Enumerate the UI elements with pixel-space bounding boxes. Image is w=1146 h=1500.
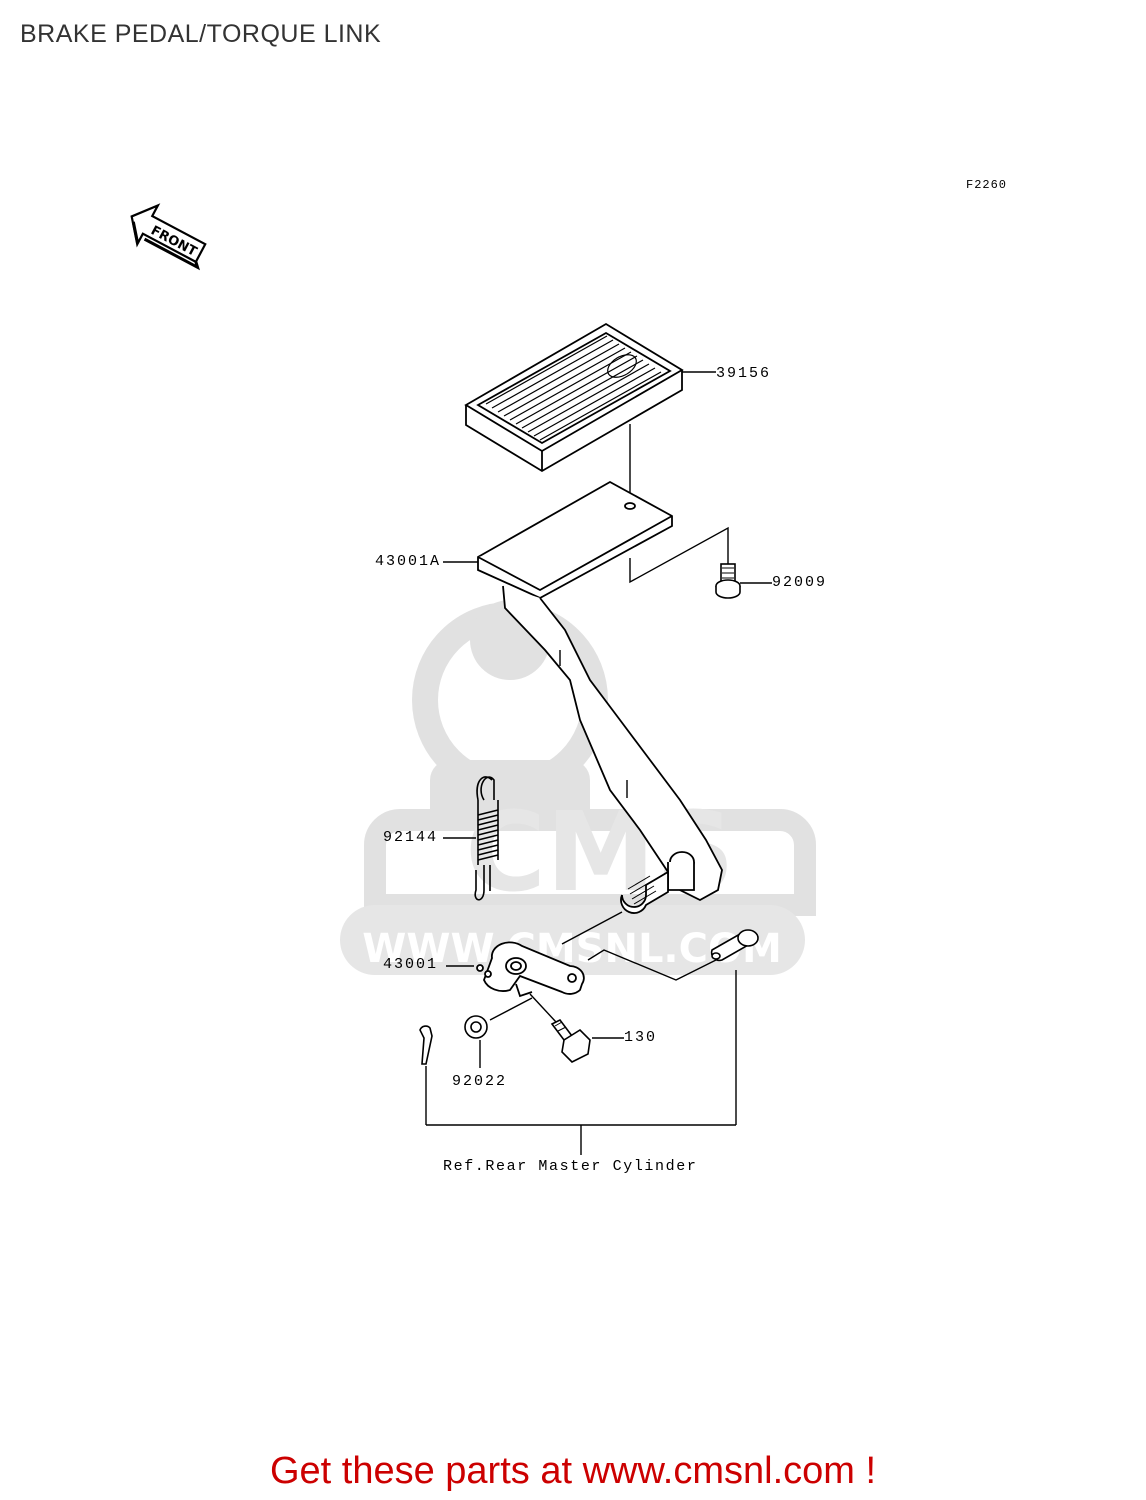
bolt-92009 <box>715 563 741 599</box>
bolt-130 <box>550 1018 591 1063</box>
reference-bracket <box>425 970 737 1155</box>
clevis-pin <box>710 929 759 962</box>
front-direction-arrow-icon: FRONT <box>130 203 207 271</box>
brake-pedal-arm <box>477 480 723 914</box>
return-spring <box>474 776 499 901</box>
diagram-code: F2260 <box>966 178 1008 192</box>
part-number-washer[interactable]: 92022 <box>452 1073 508 1090</box>
washer-92022 <box>464 1015 488 1039</box>
part-number-torque-link[interactable]: 43001 <box>383 956 439 973</box>
reference-note: Ref.Rear Master Cylinder <box>443 1158 698 1175</box>
pedal-pad-rubber <box>464 322 684 473</box>
part-number-pedal-arm[interactable]: 43001A <box>375 553 442 570</box>
torque-link <box>476 941 585 998</box>
footer-cmsnl-link[interactable]: Get these parts at www.cmsnl.com ! <box>269 1450 877 1492</box>
svg-text:WWW.CMSNL.COM: WWW.CMSNL.COM <box>362 926 782 972</box>
part-number-bolt-92009[interactable]: 92009 <box>772 574 828 591</box>
part-number-spring[interactable]: 92144 <box>383 829 439 846</box>
part-number-pedal-pad[interactable]: 39156 <box>716 365 772 382</box>
page-title: BRAKE PEDAL/TORQUE LINK <box>20 20 382 48</box>
part-number-bolt-130[interactable]: 130 <box>624 1029 658 1046</box>
cotter-pin <box>419 1025 433 1065</box>
